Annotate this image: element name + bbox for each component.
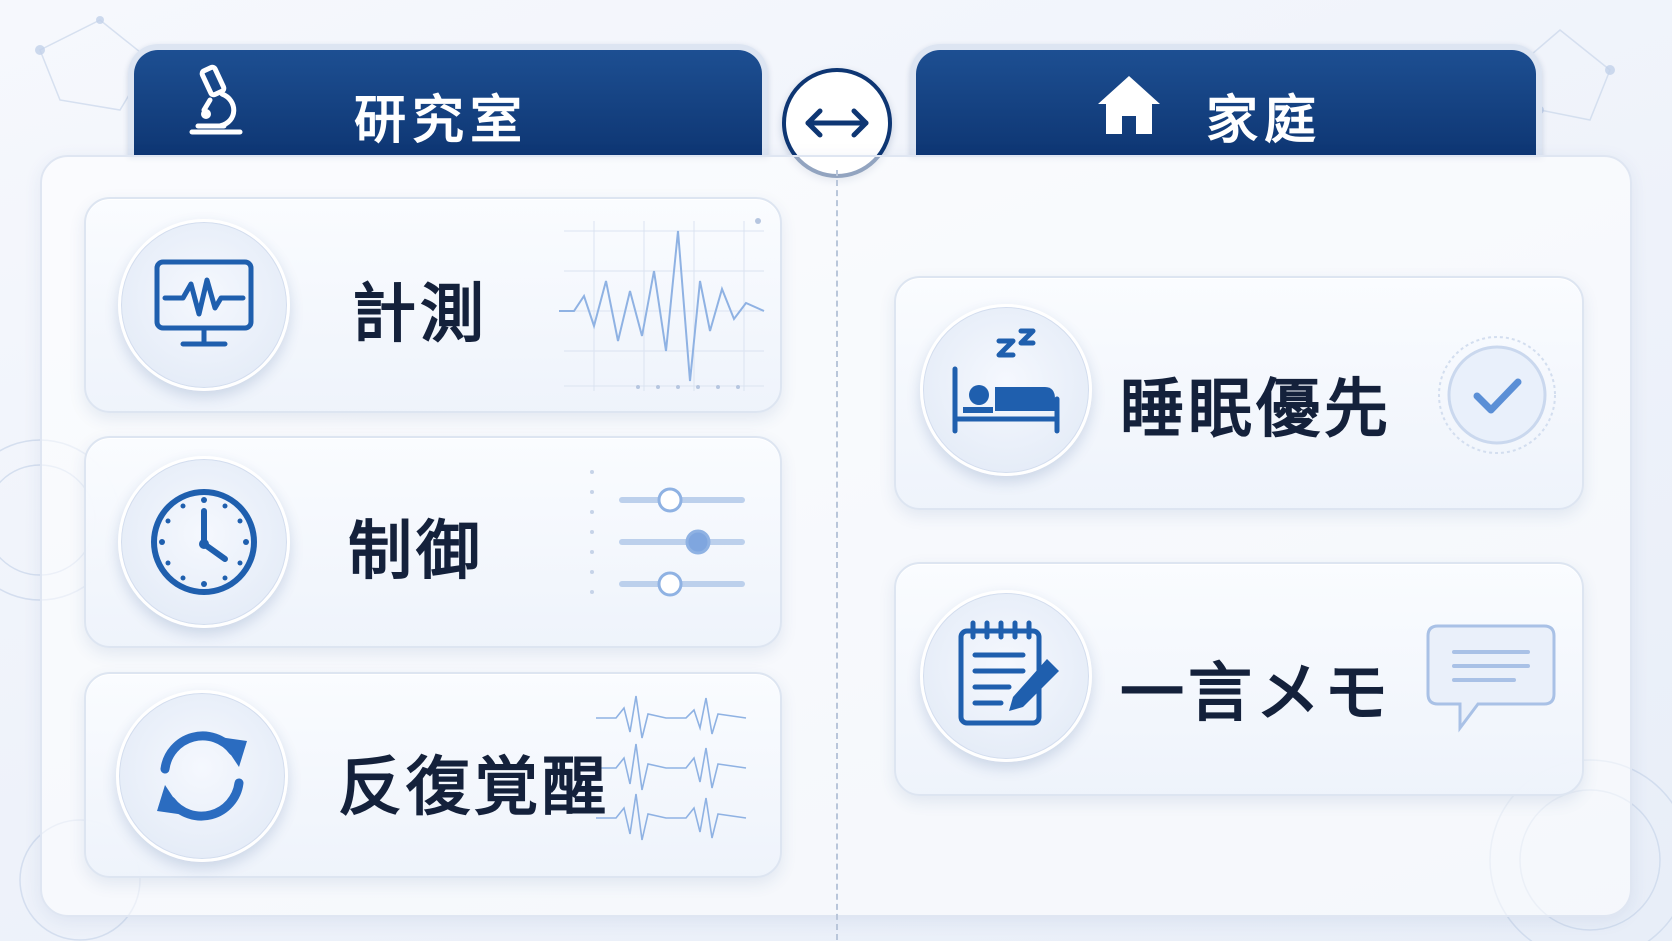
bed-sleep-icon (952, 328, 1060, 434)
measurement-label: 計測 (352, 278, 488, 352)
check-badge-icon (1438, 336, 1556, 454)
house-icon (1098, 76, 1160, 134)
sliders-decoration (590, 470, 745, 597)
sleep-icon-disc (920, 304, 1092, 476)
home-card-short-memo[interactable]: 一言メモ (894, 562, 1584, 796)
double-arrow-icon (805, 108, 869, 138)
repeated-awakening-label: 反復覚醒 (338, 751, 610, 825)
center-divider (836, 170, 838, 940)
memo-icon-disc (920, 590, 1092, 762)
home-title: 家庭 (1206, 91, 1323, 151)
lab-header-tab: 研究室 (128, 44, 768, 156)
control-icon-disc (118, 456, 290, 628)
home-header-tab: 家庭 (910, 44, 1542, 156)
repeated-awakening-icon-disc (116, 690, 288, 862)
lab-card-measurement[interactable]: 計測 (84, 197, 782, 413)
control-label: 制御 (348, 515, 484, 589)
notepad-pencil-icon (958, 620, 1059, 726)
clock-icon (151, 489, 257, 595)
short-memo-label: 一言メモ (1120, 657, 1392, 731)
sleep-priority-label: 睡眠優先 (1120, 373, 1392, 447)
lab-card-repeated-awakening[interactable]: 反復覚醒 (84, 672, 782, 878)
multi-wave-decoration (596, 695, 747, 841)
speech-bubble-icon (1426, 624, 1556, 733)
refresh-cycle-icon (157, 731, 247, 821)
measurement-icon-disc (118, 219, 290, 391)
heartbeat-monitor-icon (154, 259, 254, 347)
lab-card-control[interactable]: 制御 (84, 436, 782, 648)
microscope-icon (189, 64, 243, 135)
home-card-sleep-priority[interactable]: 睡眠優先 (894, 276, 1584, 510)
waveform-decoration (559, 218, 765, 391)
lab-title: 研究室 (354, 91, 529, 151)
